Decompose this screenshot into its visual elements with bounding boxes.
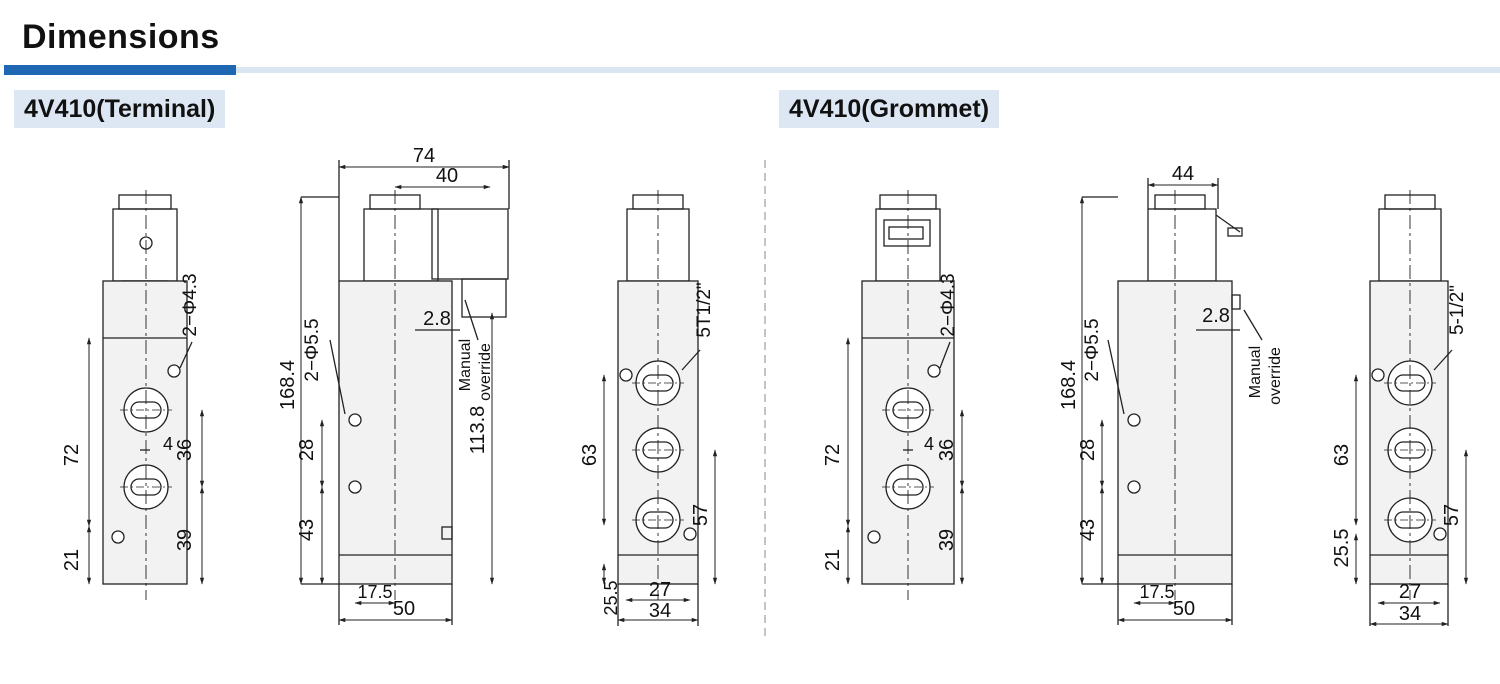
dimension-label: 21	[61, 549, 83, 571]
dimension-label: 17.5	[1139, 582, 1174, 602]
dimension-label: 4	[924, 434, 934, 454]
leader	[464, 299, 479, 341]
coil-cap	[1154, 194, 1206, 210]
dimension-label: 36	[936, 439, 958, 461]
dimension-label: 2.8	[1202, 305, 1230, 327]
mount-hole	[683, 527, 697, 541]
dimension-label: 34	[1399, 603, 1421, 625]
leader	[939, 341, 951, 369]
dimension-label: 28	[296, 439, 318, 461]
title-underline	[4, 65, 1500, 75]
dimension-label: 72	[822, 444, 844, 466]
mount-hole	[1127, 480, 1141, 494]
dimension-label: Manual	[457, 339, 474, 391]
mount-hole	[111, 530, 125, 544]
dimension-label: 2−Φ4.3	[938, 273, 959, 336]
leader	[179, 341, 193, 369]
mount-hole	[348, 480, 362, 494]
connector	[461, 278, 507, 318]
mount-hole	[1371, 368, 1385, 382]
mount-hole	[1127, 413, 1141, 427]
page-title: Dimensions	[22, 18, 220, 56]
leader	[681, 349, 701, 371]
dimension-label: 2.8	[423, 308, 451, 330]
mount-hole	[348, 413, 362, 427]
title-underline-accent	[4, 65, 236, 75]
dimension-label: 28	[1077, 439, 1099, 461]
section-label-terminal: 4V410(Terminal)	[14, 90, 226, 128]
manual-override-tab	[1231, 294, 1241, 310]
dimension-label: 50	[1173, 598, 1195, 620]
dimension-label: override	[1267, 347, 1284, 405]
dimension-label: 2−Φ5.5	[302, 318, 323, 381]
dimension-label: 25.5	[1331, 529, 1353, 568]
plug-socket	[883, 219, 931, 247]
dimension-label: 57	[1441, 504, 1463, 526]
mount-hole	[927, 364, 941, 378]
dimension-label: Manual	[1247, 346, 1264, 398]
dimension-label: 72	[61, 444, 83, 466]
terminal-box	[431, 208, 509, 280]
dimension-label: 34	[649, 600, 671, 622]
dimension-label: 4	[163, 434, 173, 454]
dimension-label: 36	[174, 439, 196, 461]
dimension-label: 40	[436, 165, 458, 187]
dimension-label: 63	[1331, 444, 1353, 466]
leader	[1433, 349, 1453, 371]
dimension-label: 27	[1399, 581, 1421, 603]
dimension-label: 2−Φ5.5	[1082, 318, 1103, 381]
dimension-label: 17.5	[357, 582, 392, 602]
dimension-label: 74	[413, 145, 435, 167]
section-label-grommet: 4V410(Grommet)	[779, 90, 1000, 128]
dimension-label: 43	[1077, 519, 1099, 541]
dimension-label: 39	[174, 529, 196, 551]
dimension-label: 25.5	[601, 580, 621, 615]
mount-hole	[867, 530, 881, 544]
leader	[1243, 309, 1263, 341]
leader	[1107, 339, 1125, 415]
dimension-label: override	[477, 343, 494, 401]
dimension-label: 43	[296, 519, 318, 541]
mount-hole	[167, 364, 181, 378]
coil-cap	[118, 194, 172, 210]
coil-body	[1147, 208, 1217, 282]
title-underline-rest	[236, 67, 1500, 73]
manual-override-tab	[441, 526, 453, 540]
leader	[329, 339, 346, 415]
grommet	[1227, 227, 1243, 237]
dimension-label: 113.8	[467, 406, 489, 455]
coil-body	[363, 208, 439, 282]
dimension-label: 5-1/2"	[1447, 285, 1468, 335]
dimension-label: 63	[579, 444, 601, 466]
dimension-label: 5T1/2"	[694, 282, 715, 337]
grommet-wire	[1215, 214, 1241, 233]
dimension-label: 39	[936, 529, 958, 551]
dimension-label: 2−Φ4.3	[180, 273, 201, 336]
dimension-label: 21	[822, 549, 844, 571]
valve-body	[338, 280, 453, 585]
mount-hole	[619, 368, 633, 382]
dimension-label: 57	[690, 504, 712, 526]
dimension-label: 168.4	[277, 360, 299, 410]
dimension-label: 168.4	[1058, 360, 1080, 410]
dimension-label: 44	[1172, 163, 1194, 185]
dimension-label: 50	[393, 598, 415, 620]
plug-pins	[888, 226, 924, 240]
mount-hole	[1433, 527, 1447, 541]
dimension-label: 27	[649, 579, 671, 601]
